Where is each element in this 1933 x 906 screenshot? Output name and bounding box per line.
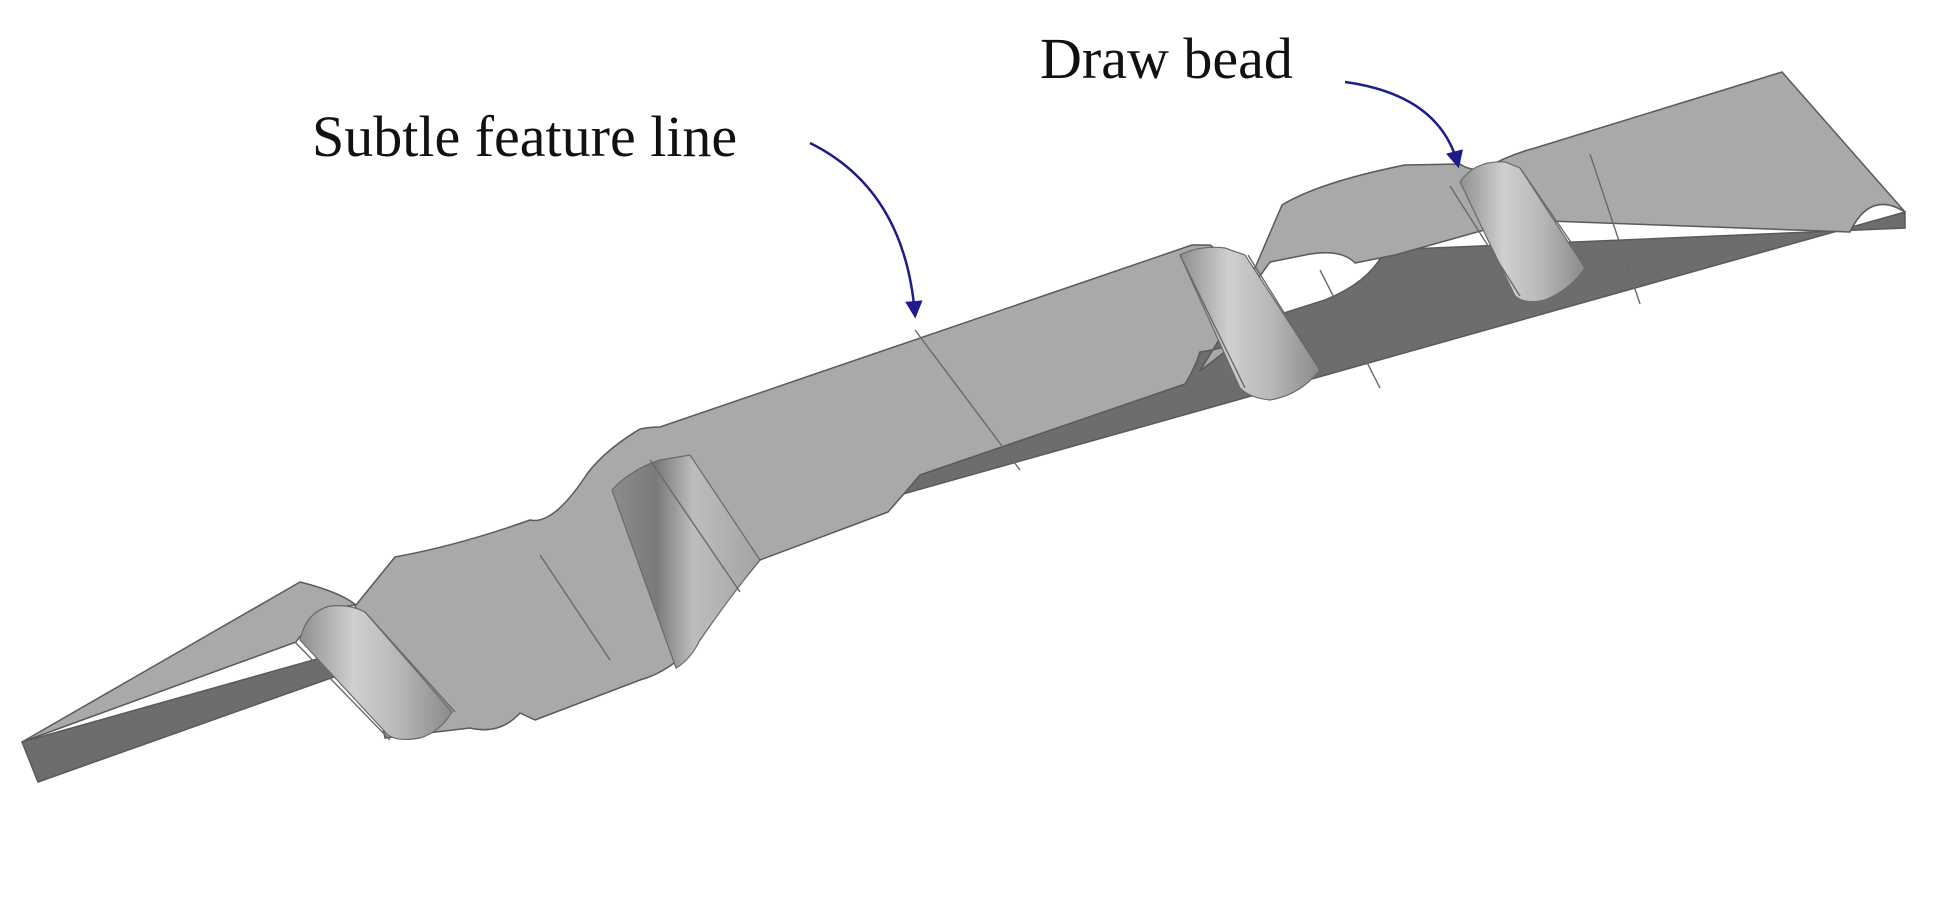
central-step-bead [611,454,761,669]
right-draw-bead [1459,161,1586,303]
right-step-bead [1179,246,1321,401]
part-side-edge [20,211,1906,783]
feature-line-annotation: Subtle feature line [312,104,923,319]
draw-bead-label: Draw bead [1040,26,1293,91]
feature-line-arrow [809,141,923,319]
draw-bead-annotation: Draw bead [1040,26,1463,169]
left-draw-bead [299,605,453,741]
crease-lines [294,153,1641,741]
part-top-surface [21,71,1906,743]
draw-bead-arrow [1344,80,1463,169]
feature-line-label: Subtle feature line [312,104,737,169]
